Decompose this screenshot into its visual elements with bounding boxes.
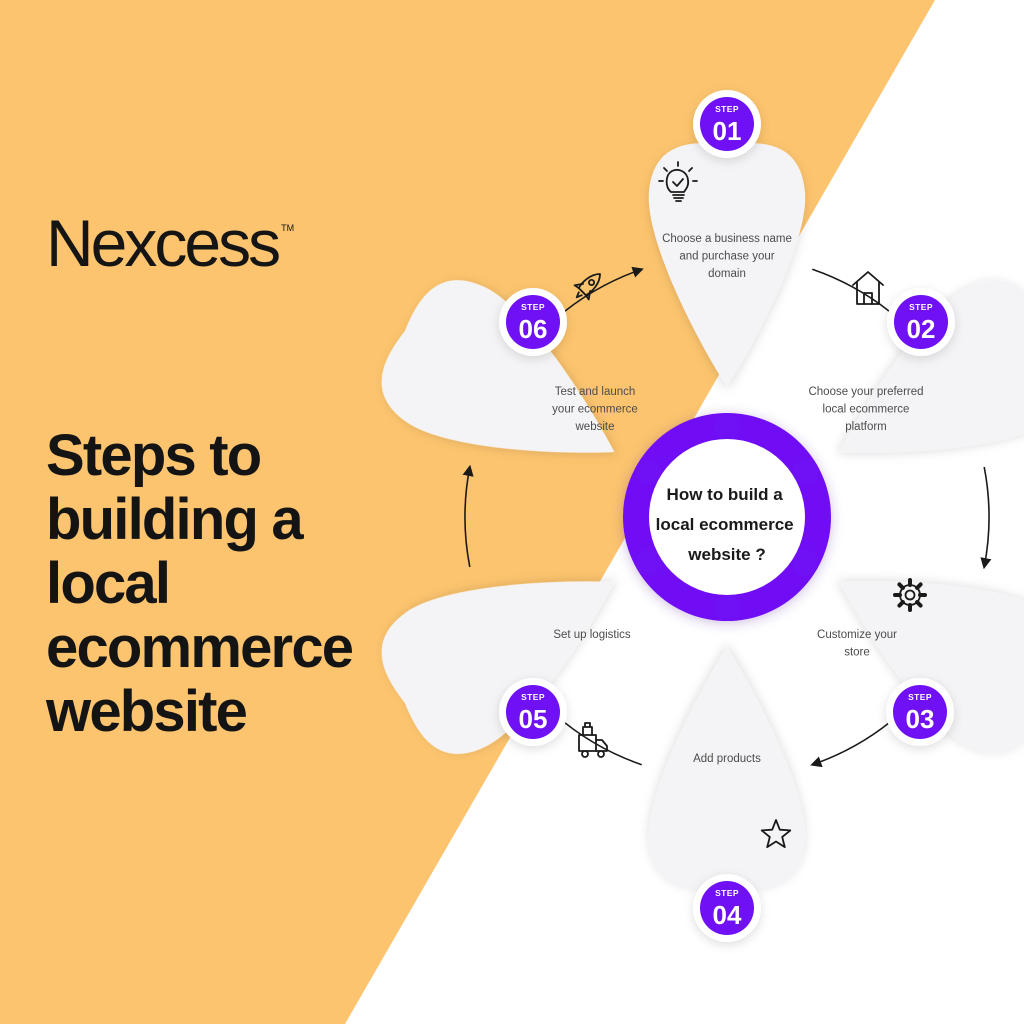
step-icons (573, 161, 927, 849)
petal-shape (839, 581, 1024, 754)
step-04-description: Add products (693, 753, 761, 765)
step-badge-circle (506, 295, 560, 349)
step-05-description: Set up logistics (553, 629, 631, 641)
step-06-badge: STEP 06 (499, 288, 567, 356)
headline-line-1: Steps to building a (46, 423, 304, 552)
step-badge-number: 03 (906, 704, 935, 734)
step-badge-circle (700, 97, 754, 151)
step-badge-number: 02 (907, 314, 936, 344)
step-01-description-line: Choose a business name (662, 233, 792, 245)
cycle-arrow-6 (554, 266, 644, 320)
step-01-description-line: and purchase your (679, 251, 774, 263)
petal-2 (839, 280, 1024, 453)
petal-shape (648, 143, 806, 387)
petal-3 (839, 581, 1024, 754)
step-01-badge: STEP 01 (693, 90, 761, 158)
lightbulb-icon (658, 161, 698, 202)
step-03-description-line: store (844, 647, 870, 659)
petal-5 (381, 581, 615, 754)
brand-name: Nexcess (46, 206, 281, 280)
step-01-description-line: domain (708, 268, 746, 280)
cycle-arrow-2 (980, 466, 992, 570)
center-title-line-2: local ecommerce (656, 515, 794, 534)
step-03-description: Customize your store (817, 629, 897, 659)
petal-4 (648, 647, 806, 891)
ring-bump-1 (714, 413, 740, 439)
headline-line-2: local ecommerce (46, 551, 354, 680)
step-06-description-line: website (575, 421, 615, 433)
step-04-badge: STEP 04 (693, 874, 761, 942)
cycle-arrow-1 (812, 268, 901, 321)
step-badge-circle (894, 295, 948, 349)
petal-shape (381, 280, 615, 453)
cycle-arrow-5 (462, 464, 474, 568)
step-badge-label: STEP (521, 692, 545, 702)
step-02-badge: STEP 02 (887, 288, 955, 356)
step-03-description-line: Customize your (817, 629, 897, 641)
step-badge-circle (893, 685, 947, 739)
center-title: How to build a local ecommerce website ? (656, 485, 799, 564)
step-04-description-line: Add products (693, 753, 761, 765)
step-badge-label: STEP (715, 104, 739, 114)
step-badge-label: STEP (521, 302, 545, 312)
ring-bump-3 (792, 549, 819, 576)
step-badge-number: 05 (519, 704, 548, 734)
step-02-description: Choose your preferred local ecommerce plat… (808, 386, 923, 433)
step-texts: Choose a business name and purchase your d… (552, 233, 923, 765)
petal-1 (648, 143, 806, 387)
petal-shape (648, 647, 806, 891)
center-title-line-1: How to build a (667, 485, 784, 504)
petal-6 (381, 280, 615, 453)
step-02-description-line: platform (845, 421, 887, 433)
step-badge-number: 01 (713, 116, 742, 146)
cycle-arrow-3 (810, 714, 900, 768)
ring-bump-5 (635, 549, 662, 576)
step-badge-number: 06 (519, 314, 548, 344)
gear-icon (893, 578, 927, 612)
petal-shape (839, 280, 1024, 453)
step-01-description: Choose a business name and purchase your d… (662, 233, 792, 280)
step-03-badge: STEP 03 (886, 678, 954, 746)
step-badge-number: 04 (713, 900, 742, 930)
center-ring-bumps (635, 413, 819, 621)
step-badge-circle (506, 685, 560, 739)
center-title-line-3: website ? (687, 545, 765, 564)
step-06-description-line: Test and launch (555, 386, 636, 398)
petal-shape (381, 581, 615, 754)
step-05-badge: STEP 05 (499, 678, 567, 746)
ring-bump-6 (635, 458, 662, 485)
ring-bump-4 (714, 595, 740, 621)
step-06-description-line: your ecommerce (552, 404, 638, 416)
star-icon (760, 819, 792, 849)
step-badge-label: STEP (909, 302, 933, 312)
headline-line-3: website (46, 679, 248, 744)
step-06-description: Test and launch your ecommerce website (552, 386, 638, 433)
brand-trademark: TM (281, 223, 295, 233)
step-badge-label: STEP (715, 888, 739, 898)
headline: Steps to building a local ecommerce webs… (46, 424, 466, 744)
step-05-description-line: Set up logistics (553, 629, 631, 641)
rocket-icon (573, 273, 601, 301)
step-badge-circle (700, 881, 754, 935)
step-02-description-line: Choose your preferred (808, 386, 923, 398)
truck-icon (578, 722, 608, 758)
step-badge-label: STEP (908, 692, 932, 702)
ring-bump-2 (792, 458, 819, 485)
step-02-description-line: local ecommerce (823, 404, 910, 416)
house-icon (852, 271, 884, 305)
